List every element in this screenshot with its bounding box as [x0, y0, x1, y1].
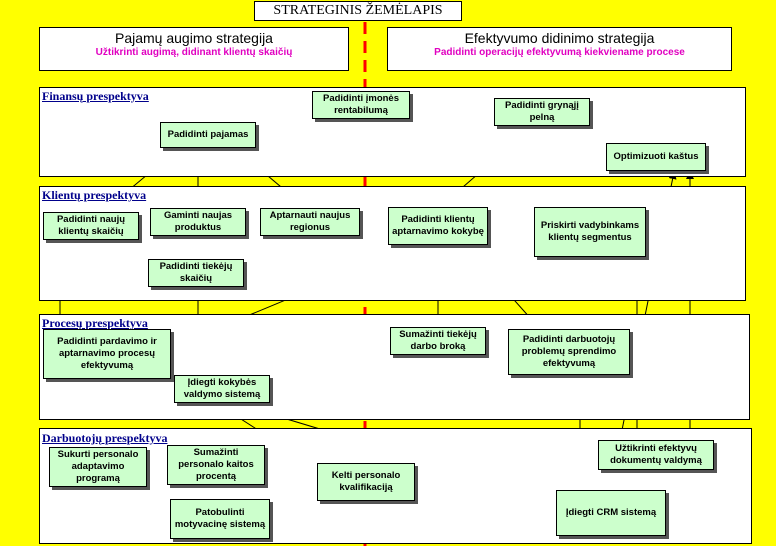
efficiency-strategy-subtitle: Padidinti operacijų efektyvumą kiekviena…: [434, 47, 685, 58]
node-client-managers: Priskirti vadybinkams klientų segmentus: [534, 207, 646, 257]
node-supplier-defects: Sumažinti tiekėjų darbo broką: [390, 327, 486, 355]
node-new-products: Gaminti naujas produktus: [150, 208, 246, 236]
node-service-quality: Padidinti klientų aptarnavimo kokybę: [388, 207, 488, 245]
node-suppliers: Padidinti tiekėjų skaičių: [148, 259, 244, 287]
processes-perspective-label: Procesų prespektyva: [42, 316, 148, 330]
node-qualification: Kelti personalo kvalifikaciją: [317, 463, 415, 501]
node-crm: Įdiegti CRM sistemą: [556, 490, 666, 536]
node-quality-system: Įdiegti kokybės valdymo sistemą: [174, 375, 270, 403]
node-revenue: Padidinti pajamas: [160, 122, 256, 148]
revenue-strategy-heading: Pajamų augimo strategija: [115, 30, 273, 46]
node-doc-management: Užtikrinti efektyvų dokumentų valdymą: [598, 440, 714, 470]
node-profitability: Padidinti įmonės rentabilumą: [312, 91, 410, 119]
efficiency-strategy-heading: Efektyvumo didinimo strategija: [464, 30, 655, 46]
node-optimize-costs: Optimizuoti kaštus: [606, 143, 706, 171]
clients-perspective-label: Klientų prespektyva: [42, 188, 147, 202]
revenue-strategy-subtitle: Užtikrinti augimą, didinant klientų skai…: [95, 47, 293, 58]
node-turnover: Sumažinti personalo kaitos procentą: [167, 445, 265, 485]
node-adaptation: Sukurti personalo adaptavimo programą: [49, 447, 147, 487]
map-title: STRATEGINIS ŽEMĖLAPIS: [254, 1, 462, 21]
employees-perspective-label: Darbuotojų prespektyva: [42, 431, 168, 445]
revenue-strategy-box: Pajamų augimo strategija Užtikrinti augi…: [39, 27, 349, 71]
node-new-clients: Padidinti naujų klientų skaičių: [43, 212, 139, 240]
node-new-regions: Aptarnauti naujus regionus: [260, 208, 360, 236]
node-problem-solving: Padidinti darbuotojų problemų sprendimo …: [508, 329, 630, 375]
node-net-profit: Padidinti grynąjį pelną: [494, 98, 590, 126]
node-sales-efficiency: Padidinti pardavimo ir aptarnavimo proce…: [43, 329, 171, 379]
efficiency-strategy-box: Efektyvumo didinimo strategija Padidinti…: [387, 27, 732, 71]
finance-perspective-label: Finansų prespektyva: [42, 89, 149, 103]
node-motivation: Patobulinti motyvacinę sistemą: [170, 499, 270, 539]
